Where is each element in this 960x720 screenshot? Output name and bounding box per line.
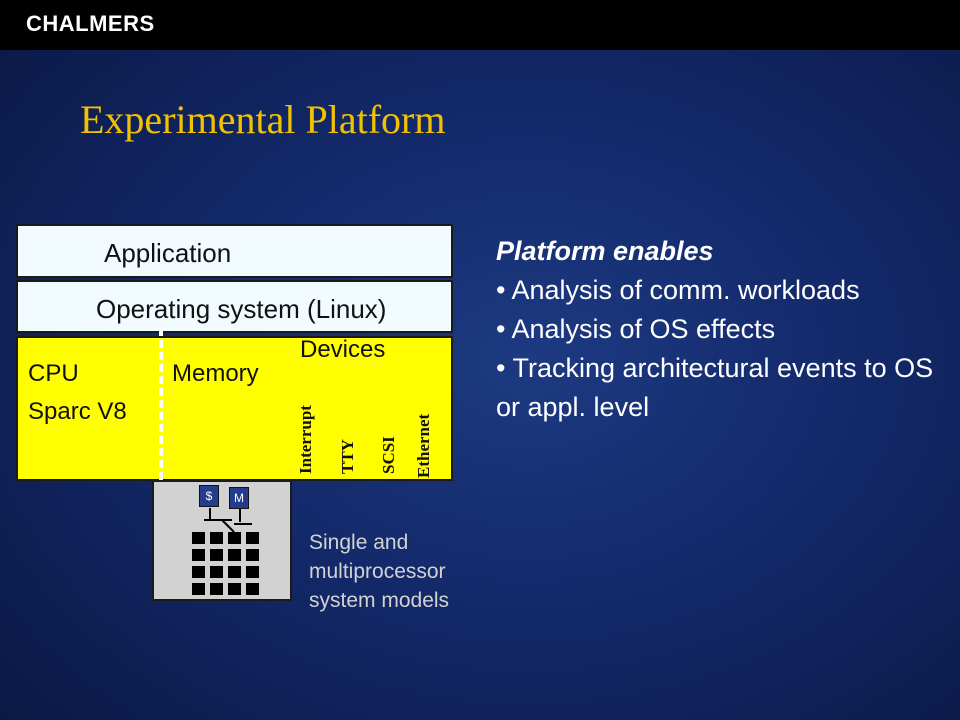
feature-item: • Tracking architectural events to OS or… — [496, 353, 934, 422]
processor-cell — [192, 549, 205, 561]
device-interrupt-label: Interrupt — [296, 405, 315, 474]
feature-list: Platform enables • Analysis of comm. wor… — [496, 232, 956, 427]
processor-cell — [210, 549, 223, 561]
cpu-memory-divider — [159, 328, 163, 480]
processor-cell — [228, 583, 241, 595]
device-tty-label: TTY — [338, 439, 357, 474]
caption-line: Single and — [309, 531, 409, 554]
brand-logo: CHALMERS — [26, 11, 155, 36]
feature-item: • Analysis of comm. workloads — [496, 275, 860, 305]
memory-label: Memory — [172, 360, 259, 387]
hardware-layer — [16, 336, 453, 481]
devices-label: Devices — [300, 336, 386, 363]
processor-cell — [246, 549, 259, 561]
processor-cell — [192, 532, 205, 544]
processor-cell — [210, 532, 223, 544]
application-label: Application — [104, 238, 232, 268]
processor-cell — [210, 566, 223, 578]
os-layer: Operating system (Linux) — [16, 280, 453, 333]
device-ethernet-label: Ethernet — [414, 413, 433, 478]
caption-line: system models — [309, 589, 450, 612]
slide-title: Experimental Platform — [80, 97, 446, 142]
caption-line: multiprocessor — [309, 560, 446, 583]
processor-cell — [228, 566, 241, 578]
os-label: Operating system (Linux) — [96, 294, 387, 324]
processor-cell — [228, 532, 241, 544]
processor-cell — [246, 583, 259, 595]
cpu-label: CPU — [28, 360, 79, 387]
header-bar: CHALMERS — [0, 0, 960, 50]
system-model-box: $ M — [152, 480, 292, 601]
feature-list-heading: Platform enables — [496, 236, 714, 266]
processor-cell — [246, 566, 259, 578]
device-scsi-label: SCSI — [379, 436, 398, 474]
processor-cell — [192, 583, 205, 595]
interconnect-lines — [204, 508, 252, 533]
processor-cell — [246, 532, 259, 544]
cpu-model-label: Sparc V8 — [28, 398, 127, 425]
processor-cell — [192, 566, 205, 578]
feature-item: • Analysis of OS effects — [496, 314, 776, 344]
cache-tag: $ — [199, 485, 219, 507]
processor-cell — [210, 583, 223, 595]
application-layer: Application — [16, 224, 453, 278]
system-models-caption: Single and multiprocessor system models — [309, 528, 449, 615]
processor-cell — [228, 549, 241, 561]
memory-tag: M — [229, 487, 249, 509]
